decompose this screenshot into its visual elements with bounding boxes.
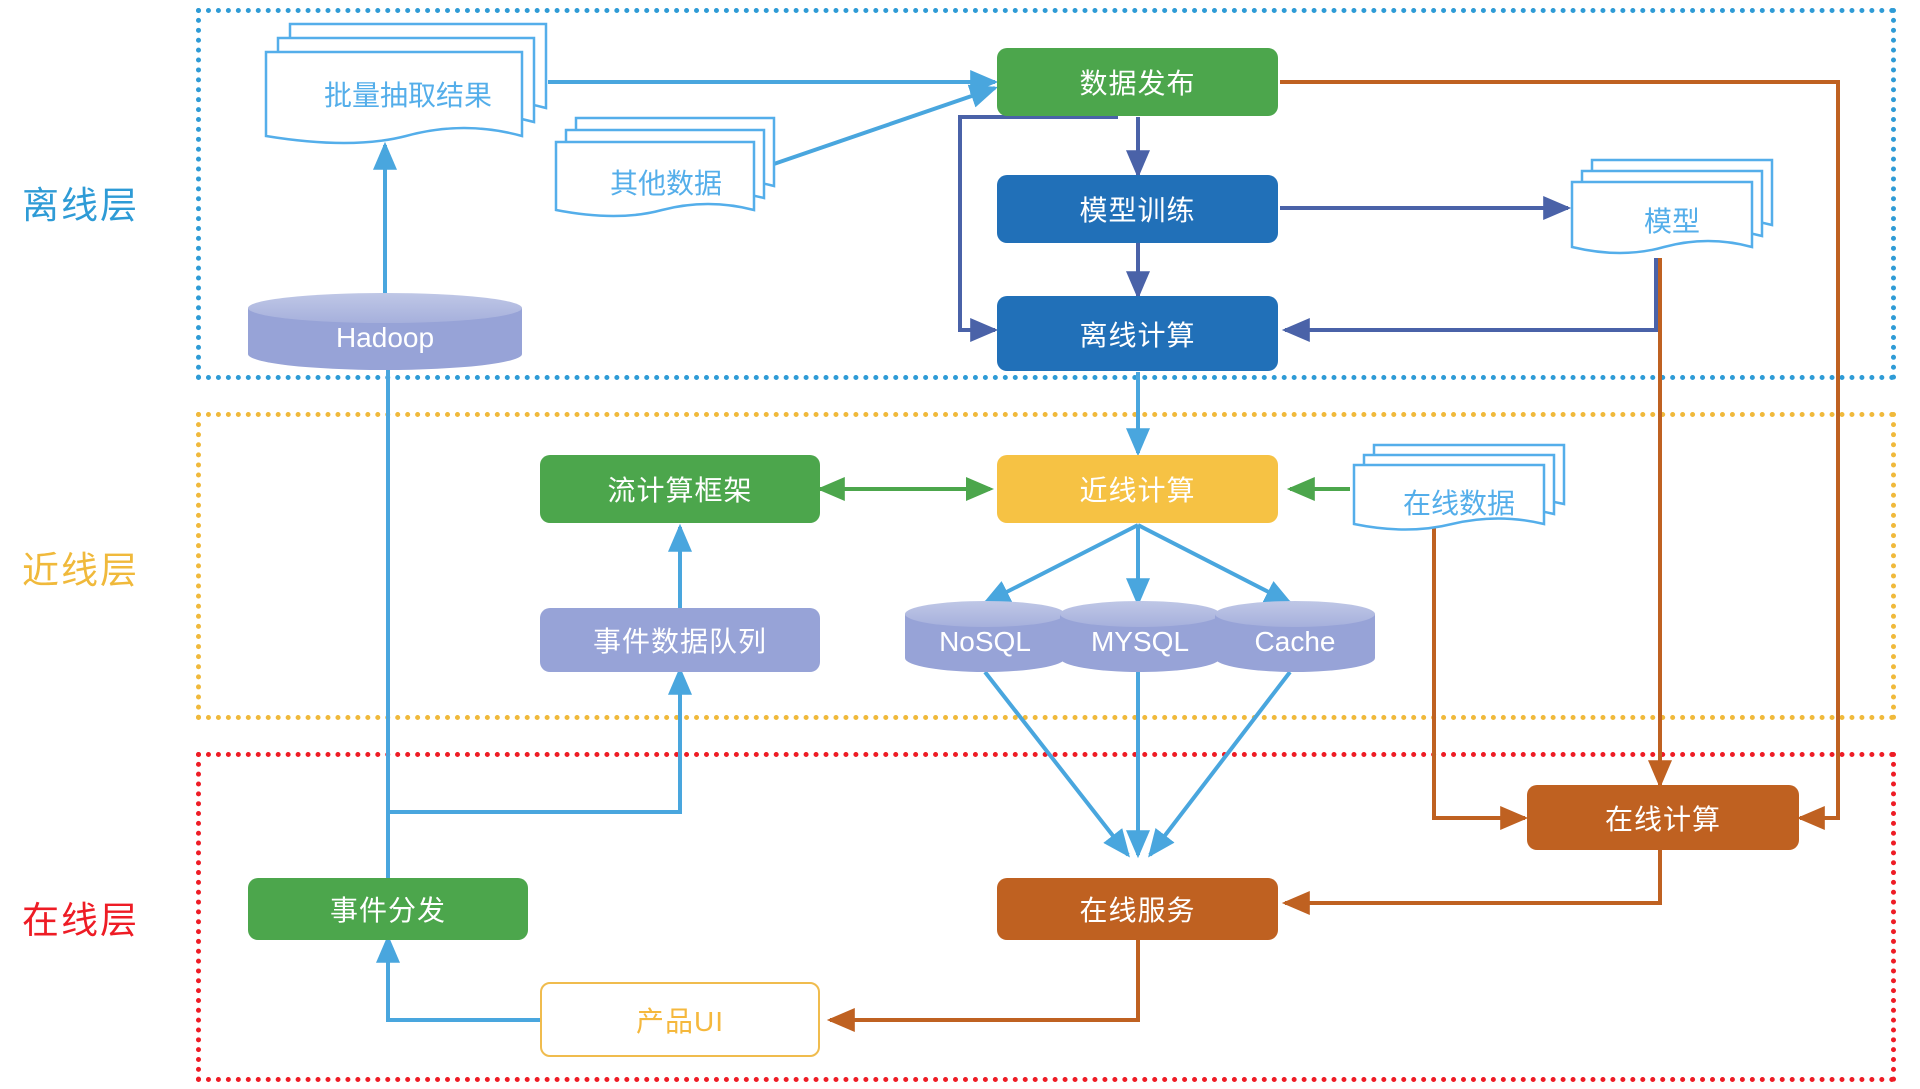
node-hadoop[interactable]: Hadoop: [246, 292, 524, 370]
edge-onlineservice-to-productui: [826, 940, 1140, 1032]
layer-container-nearline: [196, 412, 1896, 720]
node-label: 事件分发: [329, 895, 446, 926]
node-model-training[interactable]: 模型训练: [997, 175, 1278, 243]
node-label: 近线计算: [1079, 475, 1196, 506]
node-offline-compute[interactable]: 离线计算: [997, 296, 1278, 371]
node-label: 其他数据: [609, 168, 722, 199]
node-label: NoSQL: [939, 626, 1031, 657]
edge-eventdispatch-to-eventqueue: [386, 666, 692, 880]
node-cache[interactable]: Cache: [1213, 600, 1377, 674]
node-label: 在线服务: [1079, 895, 1196, 926]
edge-nearline-to-nosql: [982, 523, 1139, 605]
node-product-ui[interactable]: 产品UI: [540, 982, 820, 1057]
node-label: 批量抽取结果: [323, 80, 492, 111]
layer-label-online: 在线层: [22, 900, 139, 941]
edge-onlinedata-to-onlinecompute: [1432, 528, 1529, 830]
node-other-data[interactable]: 其他数据: [550, 112, 782, 222]
node-mysql[interactable]: MYSQL: [1058, 600, 1222, 674]
layer-container-online: [196, 752, 1896, 1082]
cylinder-icon: [905, 601, 1065, 672]
edge-model-to-offlinecompute: [1281, 258, 1658, 342]
edge-nosql-to-onlineservice: [983, 670, 1130, 858]
node-stream-framework[interactable]: 流计算框架: [540, 455, 820, 523]
node-label: 在线数据: [1402, 488, 1515, 519]
document-stack-icon: [1570, 158, 1774, 255]
node-online-service[interactable]: 在线服务: [997, 878, 1278, 940]
document-stack-icon: [1352, 443, 1566, 531]
node-label: 数据发布: [1079, 68, 1196, 99]
node-event-queue[interactable]: 事件数据队列: [540, 608, 820, 672]
node-label: 模型: [1643, 206, 1700, 237]
cylinder-icon: [1215, 601, 1375, 672]
document-stack-icon: [554, 116, 776, 218]
cylinder-icon: [248, 293, 522, 370]
layer-label-nearline: 近线层: [22, 550, 139, 591]
node-label: Cache: [1254, 626, 1336, 657]
node-label: MYSQL: [1090, 626, 1190, 657]
layer-label-offline: 离线层: [22, 185, 139, 226]
edge-otherdata-to-publish: [767, 84, 999, 168]
edge-productui-to-eventdispatch: [376, 934, 540, 1022]
node-event-dispatch[interactable]: 事件分发: [248, 878, 528, 940]
layer-container-offline: [196, 8, 1896, 380]
edge-cache-to-onlineservice: [1148, 670, 1292, 858]
node-data-publish[interactable]: 数据发布: [997, 48, 1278, 116]
node-label: 在线计算: [1604, 803, 1721, 835]
node-label: 产品UI: [635, 1005, 724, 1037]
document-stack-icon: [264, 22, 548, 145]
node-label: 模型训练: [1079, 195, 1196, 226]
node-nearline-compute[interactable]: 近线计算: [997, 455, 1278, 523]
node-batch-extract-result[interactable]: 批量抽取结果: [258, 16, 558, 146]
cylinder-icon: [1060, 601, 1220, 672]
node-online-compute[interactable]: 在线计算: [1527, 785, 1799, 850]
edge-nearline-to-cache: [1137, 523, 1293, 605]
node-online-data[interactable]: 在线数据: [1348, 440, 1570, 538]
node-label: 流计算框架: [607, 475, 753, 506]
node-label: Hadoop: [335, 322, 435, 353]
node-label: 离线计算: [1079, 319, 1196, 351]
edge-publish-to-onlinecompute: [1280, 80, 1840, 830]
edge-publish-to-offlinecompute: [958, 115, 1118, 342]
node-label: 事件数据队列: [592, 626, 767, 657]
node-nosql[interactable]: NoSQL: [903, 600, 1067, 674]
node-model[interactable]: 模型: [1566, 155, 1778, 260]
edge-onlinecompute-to-onlineservice: [1281, 850, 1662, 915]
